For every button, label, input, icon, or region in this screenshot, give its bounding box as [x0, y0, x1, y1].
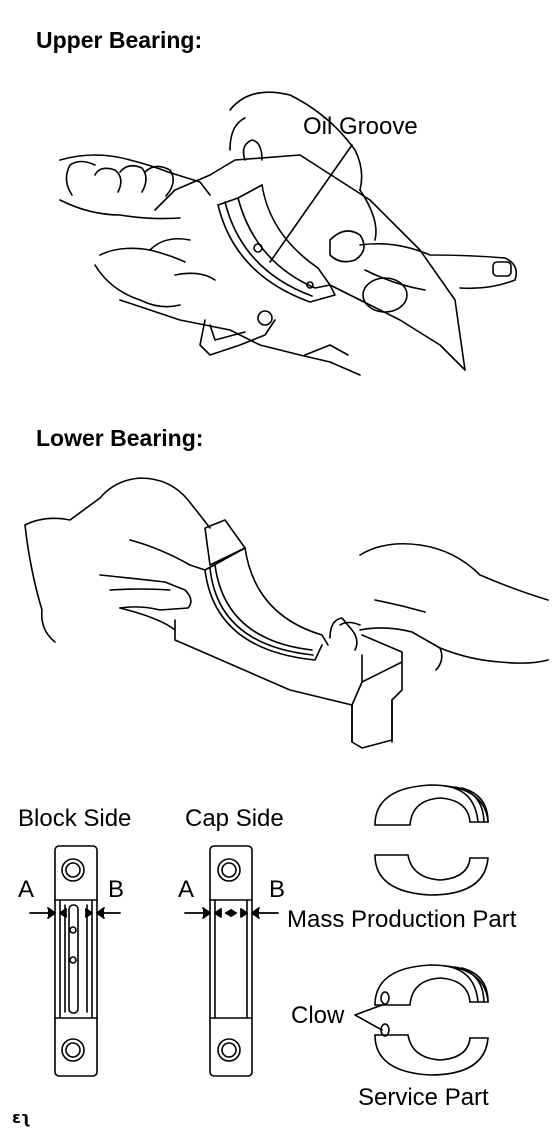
mass-production-part-label: Mass Production Part [287, 906, 517, 933]
footer-mark: εʅ [12, 1108, 31, 1127]
service-part-label: Service Part [358, 1084, 489, 1111]
dimension-arrows [29, 907, 279, 919]
upper-bearing-heading: Upper Bearing: [36, 27, 203, 53]
clow-leader-line [354, 1004, 383, 1031]
lower-bearing-heading: Lower Bearing: [36, 425, 204, 451]
upper-bearing-illustration [59, 91, 518, 376]
mass-production-part-shells [374, 784, 489, 896]
cap-side-label: Cap Side [185, 805, 284, 832]
cap-side-b-label: B [269, 876, 286, 903]
block-side-label: Block Side [18, 805, 132, 832]
oil-groove-leader-line [269, 144, 353, 263]
lower-bearing-illustration [24, 477, 549, 749]
cap-side-bearing-view [209, 845, 253, 1077]
cap-side-a-label: A [178, 876, 195, 903]
block-side-b-label: B [108, 876, 125, 903]
clow-label: Clow [291, 1002, 345, 1029]
service-part-shells [374, 964, 489, 1076]
oil-groove-label: Oil Groove [303, 113, 418, 140]
block-side-a-label: A [18, 876, 35, 903]
block-side-bearing-view [54, 845, 98, 1077]
